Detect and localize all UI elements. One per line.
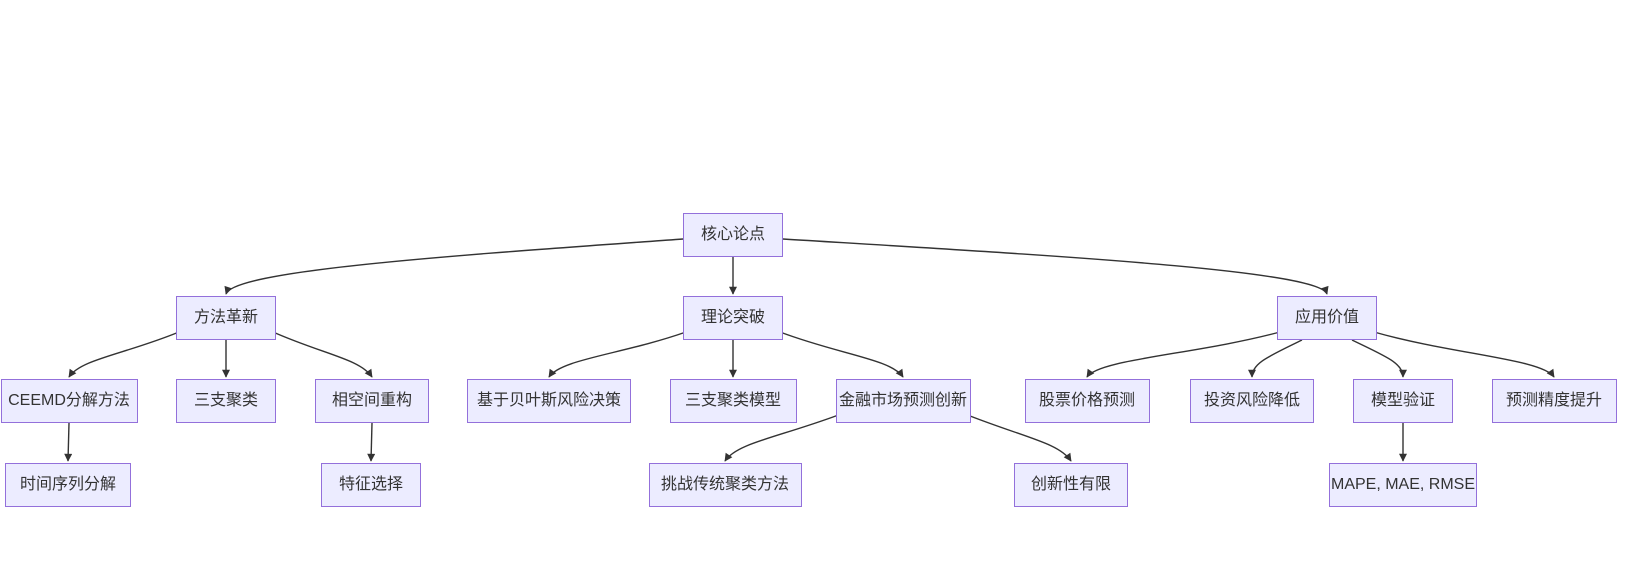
diagram-node-method: 方法革新 xyxy=(176,296,276,340)
diagram-node-label: 核心论点 xyxy=(700,226,765,243)
diagram-node-label: 创新性有限 xyxy=(1030,476,1111,493)
diagram-edge-method-ceemd xyxy=(68,331,180,378)
diagram-edge-theory-bayes xyxy=(548,331,687,378)
diagram-node-label: 时间序列分解 xyxy=(19,476,116,493)
diagram-node-label: 应用价值 xyxy=(1294,309,1359,326)
diagram-node-core: 核心论点 xyxy=(683,213,783,257)
diagram-node-risk: 投资风险降低 xyxy=(1190,379,1314,423)
diagram-node-label: MAPE, MAE, RMSE xyxy=(1330,476,1476,493)
diagram-node-label: 方法革新 xyxy=(193,309,258,326)
diagram-node-label: 股票价格预测 xyxy=(1038,392,1135,409)
diagram-node-metrics: MAPE, MAE, RMSE xyxy=(1329,463,1477,507)
diagram-node-label: 三支聚类 xyxy=(193,392,258,409)
diagram-node-ceemd: CEEMD分解方法 xyxy=(0,379,138,423)
diagram-node-label: 投资风险降低 xyxy=(1203,392,1300,409)
diagram-node-label: 模型验证 xyxy=(1370,392,1435,409)
diagram-edge-finance-challenge xyxy=(724,414,839,462)
diagram-node-bayes: 基于贝叶斯风险决策 xyxy=(467,379,631,423)
diagram-edge-method-phase xyxy=(272,331,373,378)
diagram-node-validate: 模型验证 xyxy=(1353,379,1453,423)
diagram-edge-theory-finance xyxy=(779,331,904,378)
diagram-edge-value-accuracy xyxy=(1373,331,1555,378)
diagram-edge-value-stock xyxy=(1086,331,1281,378)
diagram-node-theory: 理论突破 xyxy=(683,296,783,340)
diagram-node-challenge: 挑战传统聚类方法 xyxy=(648,463,802,507)
diagram-node-label: 金融市场预测创新 xyxy=(838,392,967,409)
diagram-edge-finance-limited xyxy=(967,414,1072,462)
diagram-node-label: 预测精度提升 xyxy=(1505,392,1602,409)
diagram-node-label: CEEMD分解方法 xyxy=(8,392,130,409)
diagram-node-finance: 金融市场预测创新 xyxy=(835,379,971,423)
diagram-node-label: 相空间重构 xyxy=(331,392,412,409)
diagram-node-phase: 相空间重构 xyxy=(315,379,429,423)
diagram-node-stock: 股票价格预测 xyxy=(1024,379,1150,423)
diagram-edge-core-method xyxy=(224,238,684,295)
diagram-node-threeway: 三支聚类 xyxy=(176,379,276,423)
diagram-edge-core-value xyxy=(782,238,1329,295)
diagram-node-feature: 特征选择 xyxy=(321,463,421,507)
diagram-node-accuracy: 预测精度提升 xyxy=(1491,379,1617,423)
diagram-node-label: 特征选择 xyxy=(338,476,403,493)
diagram-node-label: 三支聚类模型 xyxy=(684,392,781,409)
diagram-edge-value-risk xyxy=(1248,339,1303,378)
diagram-node-value: 应用价值 xyxy=(1277,296,1377,340)
diagram-node-twmodel: 三支聚类模型 xyxy=(669,379,797,423)
diagram-edge-phase-feature xyxy=(367,422,376,462)
diagram-edge-value-validate xyxy=(1351,339,1407,378)
diagram-node-label: 挑战传统聚类方法 xyxy=(660,476,789,493)
diagram-edge-ceemd-tsdecomp xyxy=(64,422,73,462)
diagram-node-limited: 创新性有限 xyxy=(1014,463,1128,507)
diagram-node-label: 基于贝叶斯风险决策 xyxy=(476,392,621,409)
diagram-node-tsdecomp: 时间序列分解 xyxy=(5,463,131,507)
diagram-node-label: 理论突破 xyxy=(700,309,765,326)
